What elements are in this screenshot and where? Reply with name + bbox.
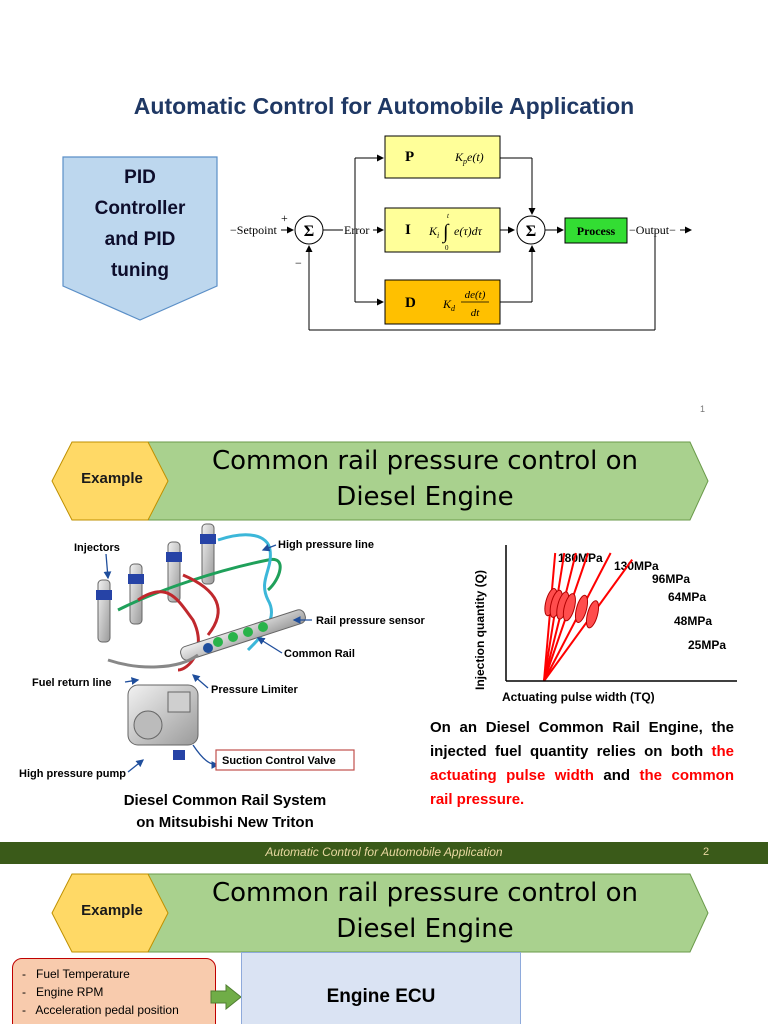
series-line bbox=[543, 552, 557, 682]
error-label: Error bbox=[344, 223, 369, 237]
series-marker bbox=[574, 594, 589, 623]
pid-callout-line: and PID bbox=[104, 229, 176, 250]
rail-system-caption: Diesel Common Rail System on Mitsubishi … bbox=[60, 790, 390, 834]
caption-line: on Mitsubishi New Triton bbox=[136, 814, 314, 831]
list-item: Acceleration pedal position bbox=[22, 1001, 178, 1019]
description-text: and bbox=[593, 767, 640, 784]
integral-upper: t bbox=[447, 212, 450, 220]
label-high-pressure-pump: High pressure pump bbox=[19, 768, 126, 780]
slide2-banner bbox=[51, 441, 709, 521]
footer-bar bbox=[0, 842, 768, 864]
pid-block-diagram: −Setpoint + − Σ Error P Kpe(t) I Ki ∫ t … bbox=[230, 135, 692, 331]
label-fuel-return-line: Fuel return line bbox=[32, 677, 111, 689]
x-axis-label: Actuating pulse width (TQ) bbox=[502, 690, 655, 704]
p-formula: Kpe(t) bbox=[454, 150, 484, 166]
pid-callout-shape bbox=[62, 156, 218, 321]
series-marker bbox=[585, 600, 600, 629]
description-highlight: the actuating pulse width bbox=[430, 743, 734, 784]
i-block bbox=[384, 207, 501, 253]
list-item: Engine RPM bbox=[22, 983, 179, 1001]
p-block bbox=[384, 135, 501, 179]
right-arrow-icon bbox=[210, 984, 242, 1010]
i-formula-rest: e(τ)dτ bbox=[454, 224, 483, 238]
i-label: I bbox=[405, 222, 411, 238]
label-suction-control-valve: Suction Control Valve bbox=[222, 755, 336, 767]
series-label: 130MPa bbox=[614, 559, 659, 573]
slide2-title: Common rail pressure control on Diesel E… bbox=[190, 443, 660, 515]
series-marker bbox=[562, 593, 576, 622]
label-high-pressure-line: High pressure line bbox=[278, 539, 374, 551]
pid-callout-line: PID bbox=[124, 167, 156, 188]
minus-sign: − bbox=[295, 256, 302, 270]
common-rail-icon bbox=[180, 609, 306, 661]
integral-lower: 0 bbox=[445, 244, 449, 252]
plus-sign: + bbox=[281, 211, 288, 225]
series-label: 180MPa bbox=[558, 551, 603, 565]
process-block bbox=[564, 217, 628, 244]
engine-ecu-box bbox=[241, 952, 521, 1024]
description-highlight: the common rail pressure. bbox=[430, 767, 734, 808]
list-item: Fuel Temperature bbox=[22, 965, 179, 983]
label-pressure-limiter: Pressure Limiter bbox=[211, 684, 299, 696]
series-label: 96MPa bbox=[652, 572, 690, 586]
footer-page-number: 2 bbox=[703, 846, 710, 858]
sum-symbol: Σ bbox=[304, 223, 314, 240]
series-label: 64MPa bbox=[668, 590, 706, 604]
series-label: 48MPa bbox=[674, 614, 712, 628]
process-label: Process bbox=[577, 224, 616, 238]
integral-sign-icon: ∫ bbox=[441, 221, 450, 244]
p-label: P bbox=[405, 149, 414, 165]
slide3-title: Common rail pressure control on Diesel E… bbox=[190, 875, 660, 947]
engine-ecu-label: Engine ECU bbox=[326, 986, 436, 1007]
label-rail-pressure-sensor: Rail pressure sensor bbox=[316, 615, 426, 627]
ecu-inputs-list: Fuel Temperature Engine RPM Acceleration… bbox=[22, 965, 179, 1019]
slide2-title-line: Common rail pressure control on bbox=[211, 446, 639, 476]
d-formula: Kd bbox=[442, 297, 456, 313]
slide3-banner bbox=[51, 873, 709, 953]
slide2-example-tag: Example bbox=[81, 470, 143, 487]
slide3-example-tag: Example bbox=[81, 902, 143, 919]
d-numerator: de(t) bbox=[465, 289, 486, 301]
slide2-title-line: Diesel Engine bbox=[336, 482, 514, 512]
description-text: On an Diesel Common Rail Engine, the inj… bbox=[430, 719, 734, 760]
i-formula: Ki bbox=[428, 224, 439, 240]
series-label: 25MPa bbox=[688, 638, 726, 652]
slide1-title: Automatic Control for Automobile Applica… bbox=[133, 93, 635, 119]
description-paragraph: On an Diesel Common Rail Engine, the inj… bbox=[430, 716, 734, 812]
footer-text: Automatic Control for Automobile Applica… bbox=[265, 845, 503, 859]
label-common-rail: Common Rail bbox=[284, 648, 355, 660]
sum-symbol: Σ bbox=[526, 223, 536, 240]
y-axis-label: Injection quantity (Q) bbox=[473, 570, 487, 690]
caption-line: Diesel Common Rail System bbox=[123, 792, 327, 809]
output-label: −Output− bbox=[629, 223, 676, 237]
common-rail-system-illustration: Injectors High pressure line Rail pressu… bbox=[19, 523, 426, 780]
setpoint-label: −Setpoint bbox=[230, 223, 277, 237]
slide3-title-line: Diesel Engine bbox=[336, 914, 514, 944]
d-label: D bbox=[405, 295, 416, 311]
d-denominator: dt bbox=[471, 307, 481, 319]
pid-callout-line: tuning bbox=[110, 260, 170, 281]
slide3-title-line: Common rail pressure control on bbox=[211, 878, 639, 908]
label-injectors: Injectors bbox=[74, 542, 120, 554]
slide1-page-number: 1 bbox=[700, 404, 706, 414]
high-pressure-pump-icon bbox=[127, 684, 199, 760]
pid-callout-line: Controller bbox=[94, 198, 186, 219]
pid-callout-text: PID Controller and PID tuning bbox=[62, 162, 218, 286]
